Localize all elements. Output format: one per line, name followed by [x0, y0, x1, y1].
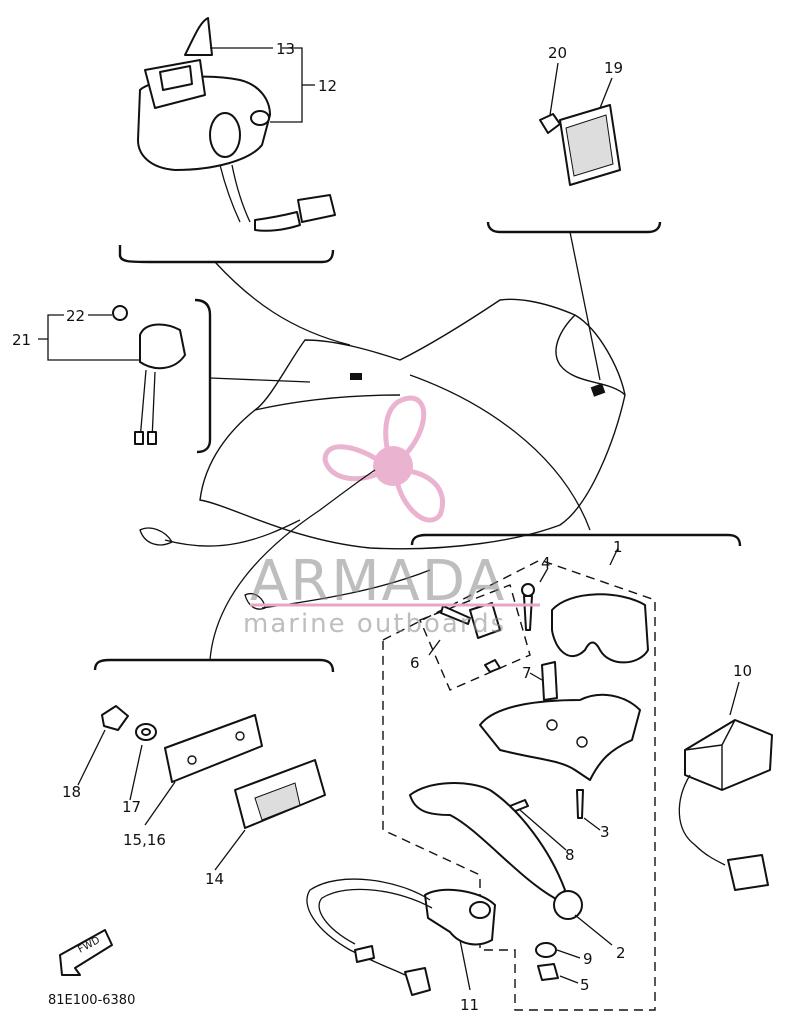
top-cowling — [199, 298, 626, 550]
watermark-brand: ARMADA — [250, 549, 506, 614]
callout-15-16: 15,16 — [123, 831, 166, 849]
part-3-screw — [576, 789, 584, 819]
callout-20: 20 — [548, 44, 567, 62]
callout-18: 18 — [62, 783, 81, 801]
routing-line-main — [409, 374, 591, 531]
part-9-washer — [535, 942, 557, 958]
part-10-relay — [678, 719, 773, 891]
callout-13: 13 — [276, 40, 295, 58]
callout-12: 12 — [318, 77, 337, 95]
routing-line-right — [569, 231, 601, 381]
part-2-lever — [409, 782, 583, 920]
part-7-collar — [541, 661, 558, 701]
part-20-nut — [539, 113, 561, 134]
callout-1: 1 — [613, 538, 623, 556]
callout-14: 14 — [205, 870, 224, 888]
group-bracket-top-right — [486, 221, 662, 234]
part-18-grommet — [101, 705, 129, 731]
callout-leaders — [38, 47, 740, 991]
callout-4: 4 — [541, 554, 551, 572]
part-12-remote-control-box — [137, 17, 336, 232]
diagram-code: 81E100-6380 — [48, 993, 135, 1008]
lever-bracket — [479, 693, 641, 781]
callout-19: 19 — [604, 59, 623, 77]
routing-line-left — [209, 377, 311, 383]
subassembly-boundary-6 — [419, 584, 531, 691]
callout-6: 6 — [410, 654, 420, 672]
group-bracket-left — [194, 298, 212, 454]
callout-8: 8 — [565, 846, 575, 864]
callout-3: 3 — [600, 823, 610, 841]
fwd-arrow: FWD — [59, 929, 113, 976]
callout-2: 2 — [616, 944, 626, 962]
routing-line-top — [214, 261, 351, 346]
watermark-propeller-logo — [322, 395, 446, 523]
group-bracket-top-left — [118, 245, 335, 264]
part-11-neutral-switch — [306, 878, 496, 996]
callout-22: 22 — [66, 307, 85, 325]
callout-10: 10 — [733, 662, 752, 680]
callout-17: 17 — [122, 798, 141, 816]
part-14-reflector — [234, 759, 326, 829]
callout-11: 11 — [460, 996, 479, 1014]
callout-5: 5 — [580, 976, 590, 994]
group-bracket-main — [410, 533, 742, 547]
part-4-bolt — [521, 583, 535, 631]
part-17-washer — [135, 723, 157, 741]
handle-cover — [551, 593, 649, 664]
part-22-bulb — [112, 305, 128, 321]
part-19-lens — [559, 104, 621, 186]
part-15-16-plate — [164, 714, 263, 783]
callout-7: 7 — [522, 664, 532, 682]
callout-9: 9 — [583, 950, 593, 968]
part-5-nut — [537, 963, 559, 981]
callout-21: 21 — [12, 331, 31, 349]
group-bracket-bottom-left — [93, 658, 335, 673]
part-21-lamp-socket — [134, 323, 186, 445]
routing-line-lower — [209, 469, 376, 661]
watermark-tagline: marine outboards — [243, 609, 506, 639]
assembly-boundary — [382, 559, 656, 1011]
